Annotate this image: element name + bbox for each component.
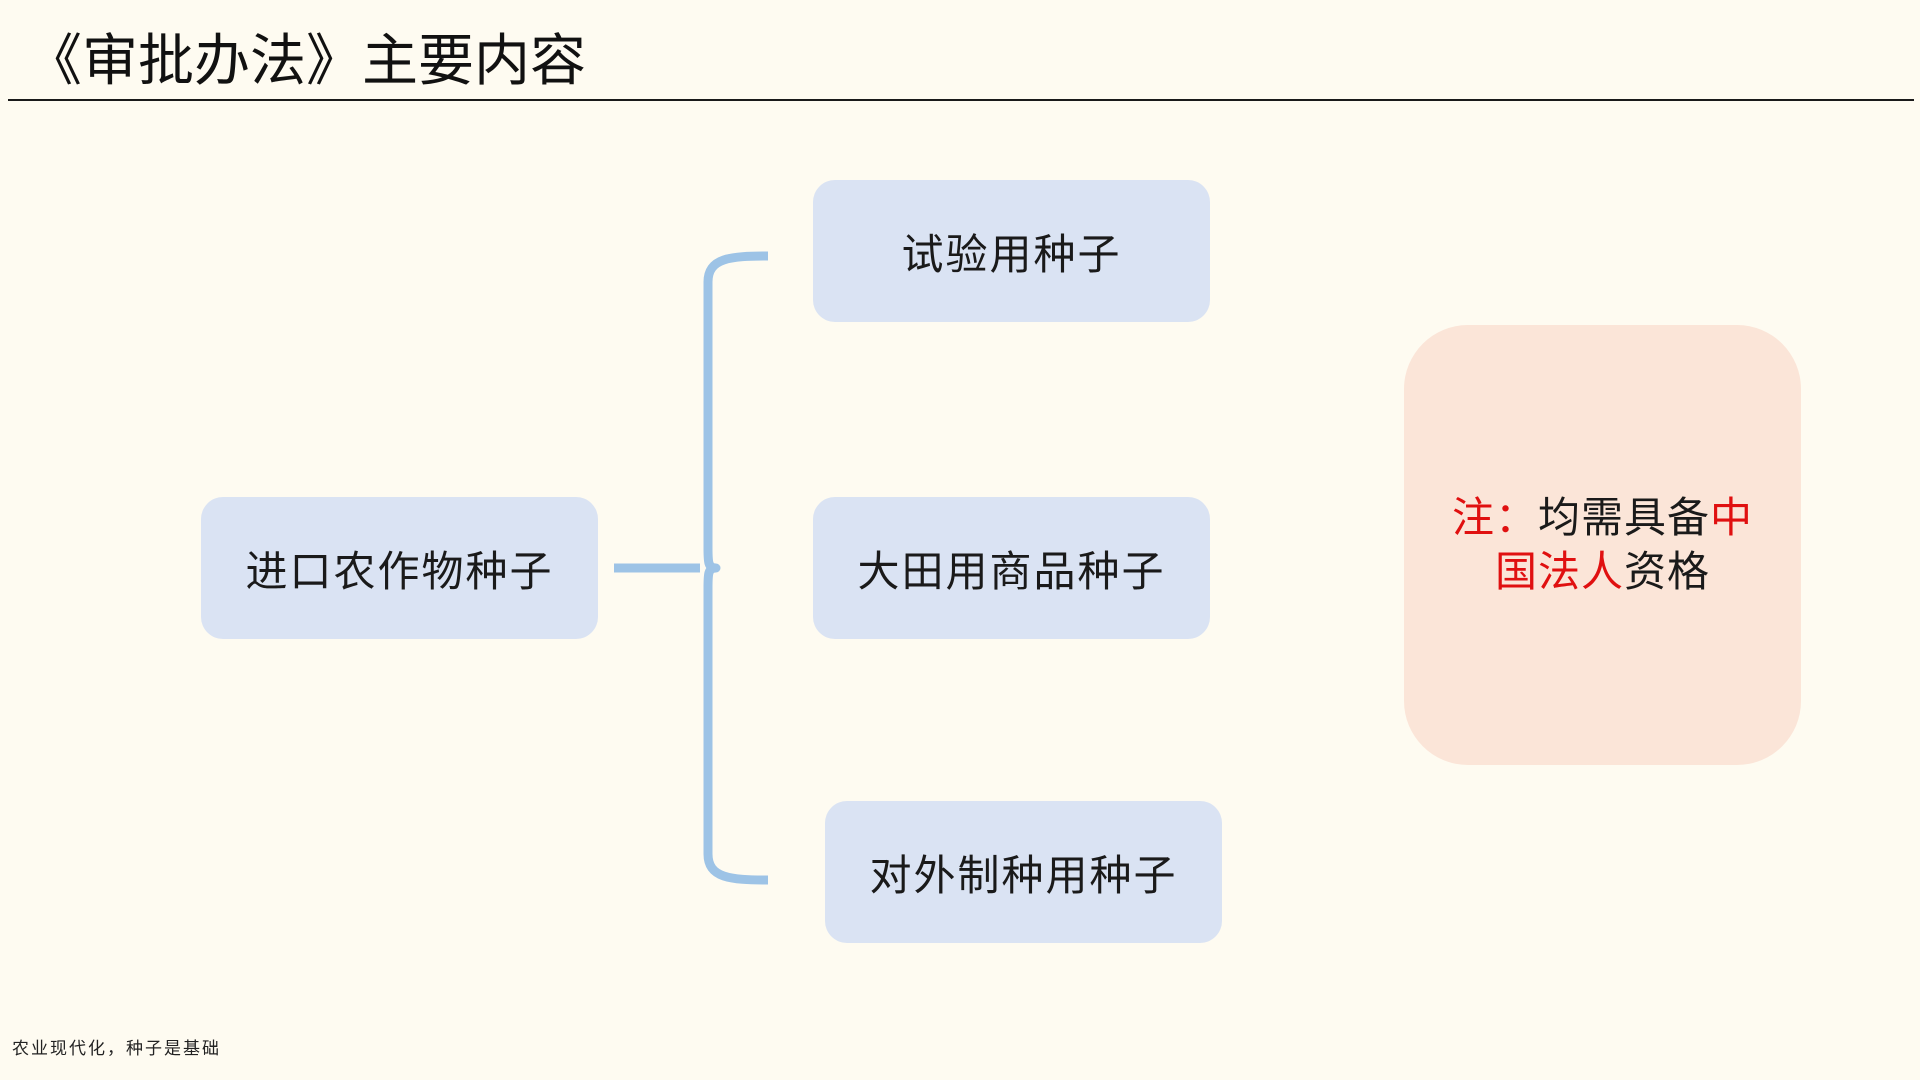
note-highlight-1: 中 [1710,493,1754,542]
note-text: 注：均需具备中 国法人资格 [1452,491,1753,599]
note-text-part-2: 资格 [1623,547,1710,596]
footer-slogan: 农业现代化，种子是基础 [12,1039,221,1059]
note-prefix: 注： [1451,493,1538,542]
page-title: 《审批办法》主要内容 [26,29,586,94]
branch-node-export-production-seeds: 对外制种用种子 [825,801,1222,943]
root-node: 进口农作物种子 [201,497,598,639]
curly-brace [703,251,769,885]
branch-node-field-commercial-seeds: 大田用商品种子 [813,497,1210,639]
branch-node-trial-seeds: 试验用种子 [813,180,1210,322]
note-highlight-2: 国法人 [1494,547,1624,596]
note-text-part-1: 均需具备 [1537,493,1710,542]
title-divider [8,99,1914,101]
note-box: 注：均需具备中 国法人资格 [1404,325,1801,765]
